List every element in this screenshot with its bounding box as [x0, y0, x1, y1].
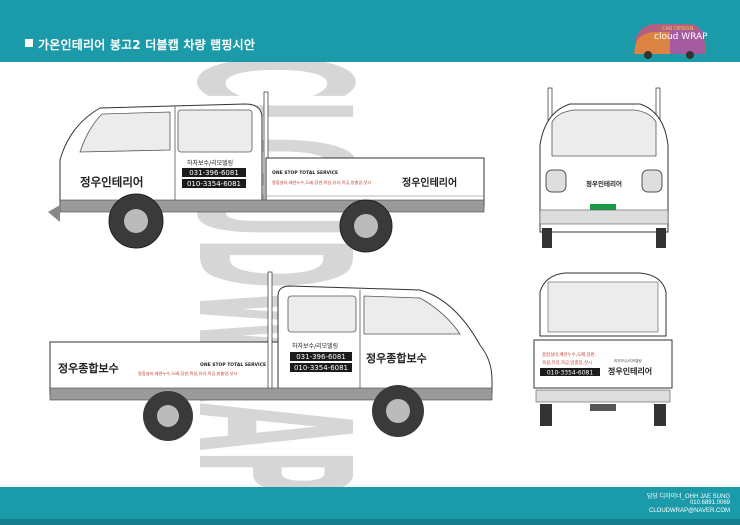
- footer-designer: 담당 디자이너_OHH JAE SUNG: [646, 494, 730, 500]
- cab-brand-text: 정우인테리어: [80, 175, 143, 189]
- truck-front: 정우인테리어: [539, 87, 669, 248]
- bed-slogan-text: ONE STOP TOTAL SERVICE: [200, 362, 266, 368]
- cab-services-text: 하자보수/리모델링: [292, 342, 338, 350]
- rear-brand-text: 정우인테리어: [608, 366, 652, 376]
- cab-services-text: 하자보수/리모델링: [187, 159, 233, 167]
- footer-bar: 담당 디자이너_OHH JAE SUNG 010.6891.0069 CLOUD…: [0, 487, 740, 525]
- cab-brand-text: 정우종합보수: [366, 351, 427, 365]
- bed-slogan-text: ONE STOP TOTAL SERVICE: [272, 170, 338, 176]
- cloudwrap-logo-icon: [634, 24, 706, 59]
- footer-email: CLOUDWRAP@NAVER.COM: [649, 508, 730, 514]
- bed-desc-text: 종합설비,배관누수,도배,장판,욕실,유리,목공,방충망,샷시: [272, 179, 371, 186]
- bed-desc-text: 종합설비,배관누수,도배,장판,욕실,유리,목공,방충망,샷시: [138, 370, 237, 377]
- truck-right-side: 정우종합보수 ONE STOP TOTAL SERVICE 종합설비,배관누수,…: [49, 271, 493, 441]
- header-bar: 가온인테리어 봉고2 더블캡 차량 랩핑시안 CAR DESIGN cloud …: [0, 0, 740, 62]
- footer-strip: [0, 519, 740, 525]
- cab-phone2-text: 010-3354-6081: [187, 180, 241, 188]
- rear-desc2-text: 욕실,유리,목공,방충망,샷시: [542, 359, 592, 366]
- rear-desc1-text: 종합설비,배관누수,도배,장판,: [542, 351, 596, 358]
- truck-rear: 종합설비,배관누수,도배,장판, 욕실,유리,목공,방충망,샷시 010-335…: [533, 272, 673, 426]
- footer-phone: 010.6891.0069: [689, 500, 730, 506]
- logo-brand: cloud WRAP: [654, 32, 708, 42]
- bed-brand-text: 정우인테리어: [402, 176, 457, 189]
- rear-phone-text: 010-3354-6081: [547, 370, 594, 377]
- vehicle-drawing: CLOUDWRAP 정우인테리어 하자보수/리모델링 031-396-60: [48, 62, 673, 487]
- page-title: 가온인테리어 봉고2 더블캡 차량 랩핑시안: [38, 38, 256, 52]
- truck-left-side: 정우인테리어 하자보수/리모델링 031-396-6081 010-3354-6…: [48, 91, 485, 253]
- front-license-plate: [590, 204, 616, 212]
- cab-phone1-text: 031-396-6081: [296, 353, 346, 361]
- cab-phone1-text: 031-396-6081: [189, 169, 239, 177]
- logo-tagline: CAR DESIGN: [662, 26, 694, 32]
- cab-phone2-text: 010-3354-6081: [294, 364, 348, 372]
- front-brand-text: 정우인테리어: [586, 179, 622, 188]
- title-bullet-icon: [25, 39, 33, 47]
- rear-small-text: 하자보수/리모델링: [614, 358, 642, 363]
- bed-brand-text: 정우종합보수: [58, 361, 119, 375]
